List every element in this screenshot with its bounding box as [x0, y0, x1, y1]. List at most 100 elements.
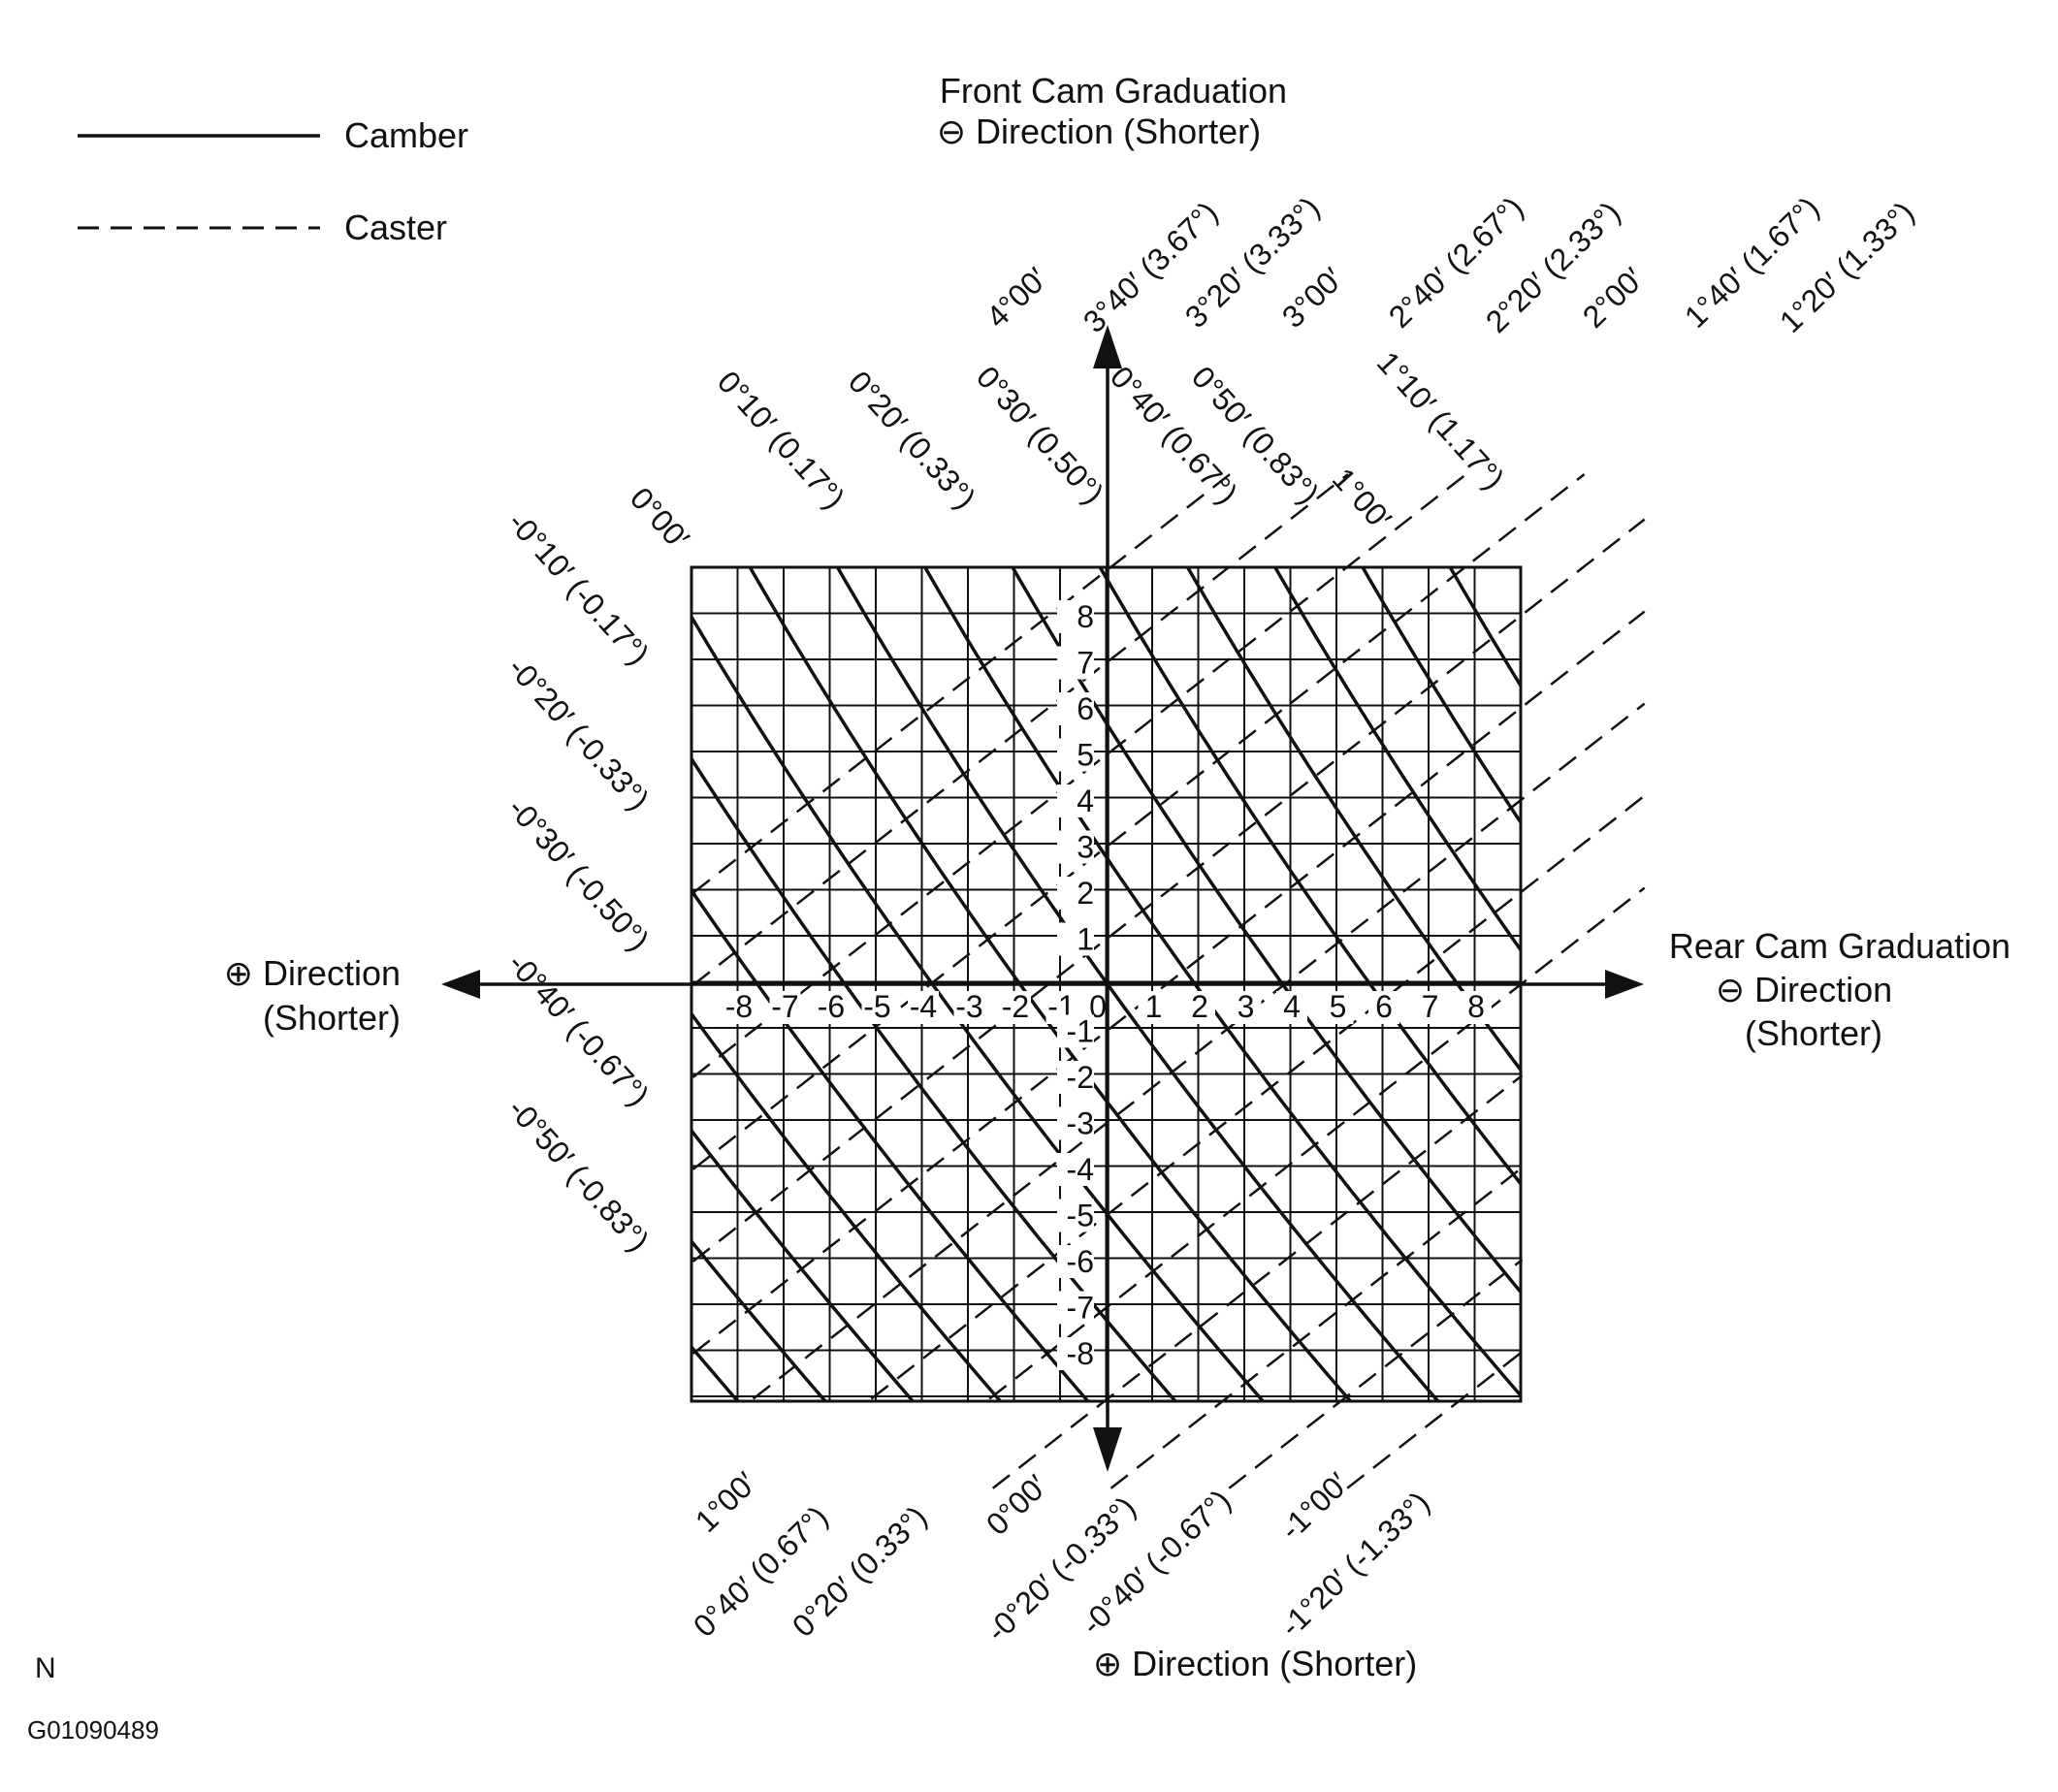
y-tick-background — [1057, 1199, 1094, 1232]
caster-line — [691, 473, 1586, 1170]
line-labels: 0°00′0°10′ (0.17°)0°20′ (0.33°)0°30′ (0.… — [501, 190, 1921, 1648]
rear-cam-direction: ⊖ Direction — [1716, 970, 1892, 1009]
legend-camber-label: Camber — [344, 115, 468, 155]
x-tick-label: 3 — [1238, 989, 1255, 1024]
y-tick-label: -1 — [1067, 1014, 1094, 1049]
rear-cam-shorter: (Shorter) — [1745, 1013, 1882, 1053]
y-tick-label: -2 — [1067, 1060, 1094, 1095]
legend-caster-label: Caster — [344, 208, 447, 247]
x-tick-background — [724, 991, 755, 1024]
x-tick-background — [1184, 991, 1215, 1024]
arrow-right-icon — [1605, 970, 1644, 999]
y-tick-label: 6 — [1077, 691, 1094, 726]
x-tick-background — [1000, 991, 1031, 1024]
y-tick-label: 3 — [1077, 830, 1094, 865]
caster-label: 1°00′ — [689, 1465, 763, 1539]
caster-line — [991, 1074, 1524, 1489]
y-tick-label: -5 — [1067, 1199, 1094, 1233]
x-tick-label: 7 — [1422, 989, 1439, 1024]
x-tick-label: 1 — [1145, 989, 1163, 1024]
camber-label: -0°50′ (-0.83°) — [501, 1092, 657, 1259]
x-tick-label: 2 — [1191, 989, 1208, 1024]
caster-line — [988, 886, 1646, 1400]
x-tick-background — [1230, 991, 1262, 1024]
camber-line — [691, 1010, 1003, 1401]
y-tick-background — [1057, 830, 1094, 864]
caster-line — [1346, 1351, 1524, 1489]
y-tick-background — [1057, 784, 1094, 817]
x-tick-background — [1322, 991, 1354, 1024]
caster-line — [691, 473, 1231, 894]
left-direction: ⊕ Direction — [224, 953, 401, 993]
x-tick-label: -3 — [955, 989, 982, 1024]
x-tick-label: -8 — [725, 989, 753, 1024]
arrow-up-icon — [1093, 325, 1122, 368]
y-tick-background — [1057, 646, 1094, 680]
y-tick-background — [1057, 922, 1094, 956]
arrow-down-icon — [1093, 1427, 1122, 1472]
y-tick-label: -6 — [1067, 1244, 1094, 1279]
y-tick-background — [1057, 1153, 1094, 1186]
y-tick-label: -8 — [1067, 1336, 1094, 1371]
camber-line — [691, 1128, 916, 1401]
y-tick-background — [1057, 1245, 1094, 1278]
y-tick-background — [1057, 877, 1094, 910]
caster-line — [691, 473, 1349, 986]
x-tick-background — [1138, 991, 1170, 1024]
y-tick-background — [1057, 1337, 1094, 1370]
camber-line — [1272, 567, 1521, 953]
bottom-direction: ⊕ Direction (Shorter) — [1093, 1644, 1417, 1683]
camber-label: -0°40′ (-0.67°) — [501, 946, 657, 1113]
y-tick-label: -7 — [1067, 1291, 1094, 1326]
y-tick-label: 2 — [1077, 876, 1094, 911]
y-tick-label: 4 — [1077, 784, 1094, 818]
caster-line — [752, 702, 1646, 1400]
caster-line — [870, 794, 1646, 1400]
y-tick-label: 1 — [1077, 922, 1094, 957]
camber-label: 1°00′ — [1326, 462, 1399, 537]
camber-label: 0°00′ — [624, 481, 696, 557]
x-tick-background — [1461, 991, 1492, 1024]
x-tick-background — [769, 991, 801, 1024]
front-cam-direction: ⊖ Direction (Shorter) — [937, 112, 1261, 151]
camber-label: -0°10′ (-0.17°) — [501, 505, 657, 672]
caster-label: 4°00′ — [980, 261, 1054, 335]
x-tick-label: 6 — [1375, 989, 1393, 1024]
y-tick-background — [1057, 600, 1094, 633]
rear-cam-title: Rear Cam Graduation — [1669, 926, 2010, 966]
caster-line — [691, 518, 1646, 1263]
camber-line — [691, 1238, 828, 1401]
caster-label: -0°40′ (-0.67°) — [1075, 1483, 1238, 1642]
caster-line — [1228, 1259, 1524, 1489]
x-tick-background — [908, 991, 939, 1024]
y-tick-label: 8 — [1077, 599, 1094, 634]
x-tick-background — [1368, 991, 1399, 1024]
y-tick-background — [1057, 1291, 1094, 1325]
y-tick-label: 5 — [1077, 738, 1094, 773]
front-cam-title: Front Cam Graduation — [940, 71, 1287, 111]
x-tick-label: -6 — [818, 989, 845, 1024]
legend: Camber Caster — [78, 115, 468, 247]
camber-label: 0°20′ (0.33°) — [842, 365, 983, 516]
y-tick-label: -3 — [1067, 1106, 1094, 1141]
camber-label: -0°20′ (-0.33°) — [501, 651, 657, 817]
x-tick-label: 5 — [1330, 989, 1347, 1024]
x-tick-background — [816, 991, 847, 1024]
y-tick-background — [1057, 692, 1094, 725]
x-tick-background — [953, 991, 985, 1024]
y-tick-label: 7 — [1077, 646, 1094, 681]
x-tick-background — [1414, 991, 1446, 1024]
y-tick-background — [1057, 738, 1094, 772]
x-tick-label: -5 — [863, 989, 890, 1024]
x-tick-label: -4 — [910, 989, 937, 1024]
caster-label: 3°00′ — [1275, 261, 1350, 335]
caster-line — [1109, 1167, 1524, 1489]
caster-label: -1°00′ — [1273, 1466, 1356, 1547]
camber-label: 0°30′ (0.50°) — [970, 360, 1111, 511]
camber-label: 1°10′ (1.17°) — [1370, 345, 1512, 496]
x-tick-label: 4 — [1283, 989, 1301, 1024]
arrow-left-icon — [441, 970, 480, 999]
y-tick-background — [1057, 1014, 1094, 1048]
